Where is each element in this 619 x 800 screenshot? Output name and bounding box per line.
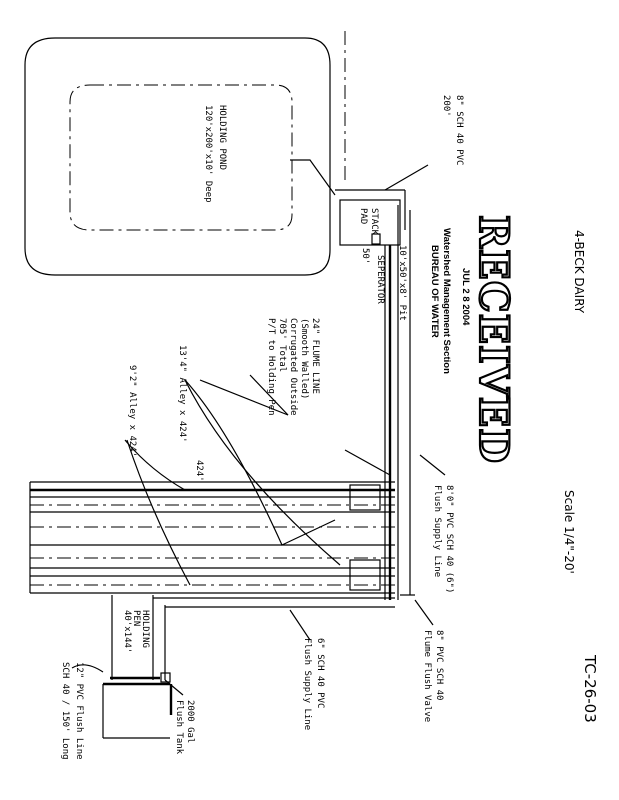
stamp-bureau: BUREAU OF WATER (429, 245, 440, 338)
label-flush-supply-6: 6" SCH 40 PVCFlush Supply Line (302, 638, 325, 730)
flush-tank (160, 672, 171, 683)
flume-line (384, 205, 415, 600)
drawing-title: 4-BECK DAIRY (572, 230, 586, 314)
holding-pen (102, 595, 395, 739)
label-length-424: 424' (194, 460, 204, 482)
label-alley-9: 9'2" Alley x 424' (127, 365, 137, 457)
label-flume-line: 24" FLUME LINE(Smooth Walled)Corrugated … (266, 318, 320, 416)
stamp-received: RECEIVED (470, 215, 517, 464)
barn-alleys (29, 481, 395, 594)
scale-label: Scale 1/4"-20' (562, 490, 576, 574)
stamp-date: JUL 2 8 2004 (460, 268, 471, 326)
label-flush-line-12: 12" PVC Flush LineSCH 40 / 150' Long (60, 662, 84, 760)
label-stack-pad: STACKPAD (358, 208, 379, 236)
label-alley-13: 13'4" Alley x 424' (177, 345, 187, 443)
label-stack-dim: 50' (360, 248, 370, 264)
stack-pad (335, 30, 406, 246)
stamp-section: Watershed Management Section (441, 228, 452, 374)
label-separator: SEPERATOR (375, 255, 385, 304)
label-holding-pond: HOLDING POND120'x200'x10' Deep (203, 105, 227, 203)
label-flume-valve: 8" PVC SCH 40Flume Flush Valve (422, 630, 444, 722)
holding-pond (24, 37, 336, 276)
label-flush-tank: 2000 GalFlush Tank (174, 700, 195, 755)
label-pipe-200: 8" SCH 40 PVC200' (441, 95, 464, 165)
leader-lines (71, 164, 446, 696)
document-number: TC-26-03 (581, 654, 599, 723)
label-pit: 10'x50'x8' Pit (397, 245, 407, 321)
label-flush-supply-8: 8'0" PVC SCH 40 (6")Flush Supply Line (432, 485, 454, 593)
received-stamp: RECEIVED JUL 2 8 2004 Watershed Manageme… (429, 214, 518, 465)
label-holding-pen: HOLDINGPEN40'x144' (122, 610, 150, 653)
